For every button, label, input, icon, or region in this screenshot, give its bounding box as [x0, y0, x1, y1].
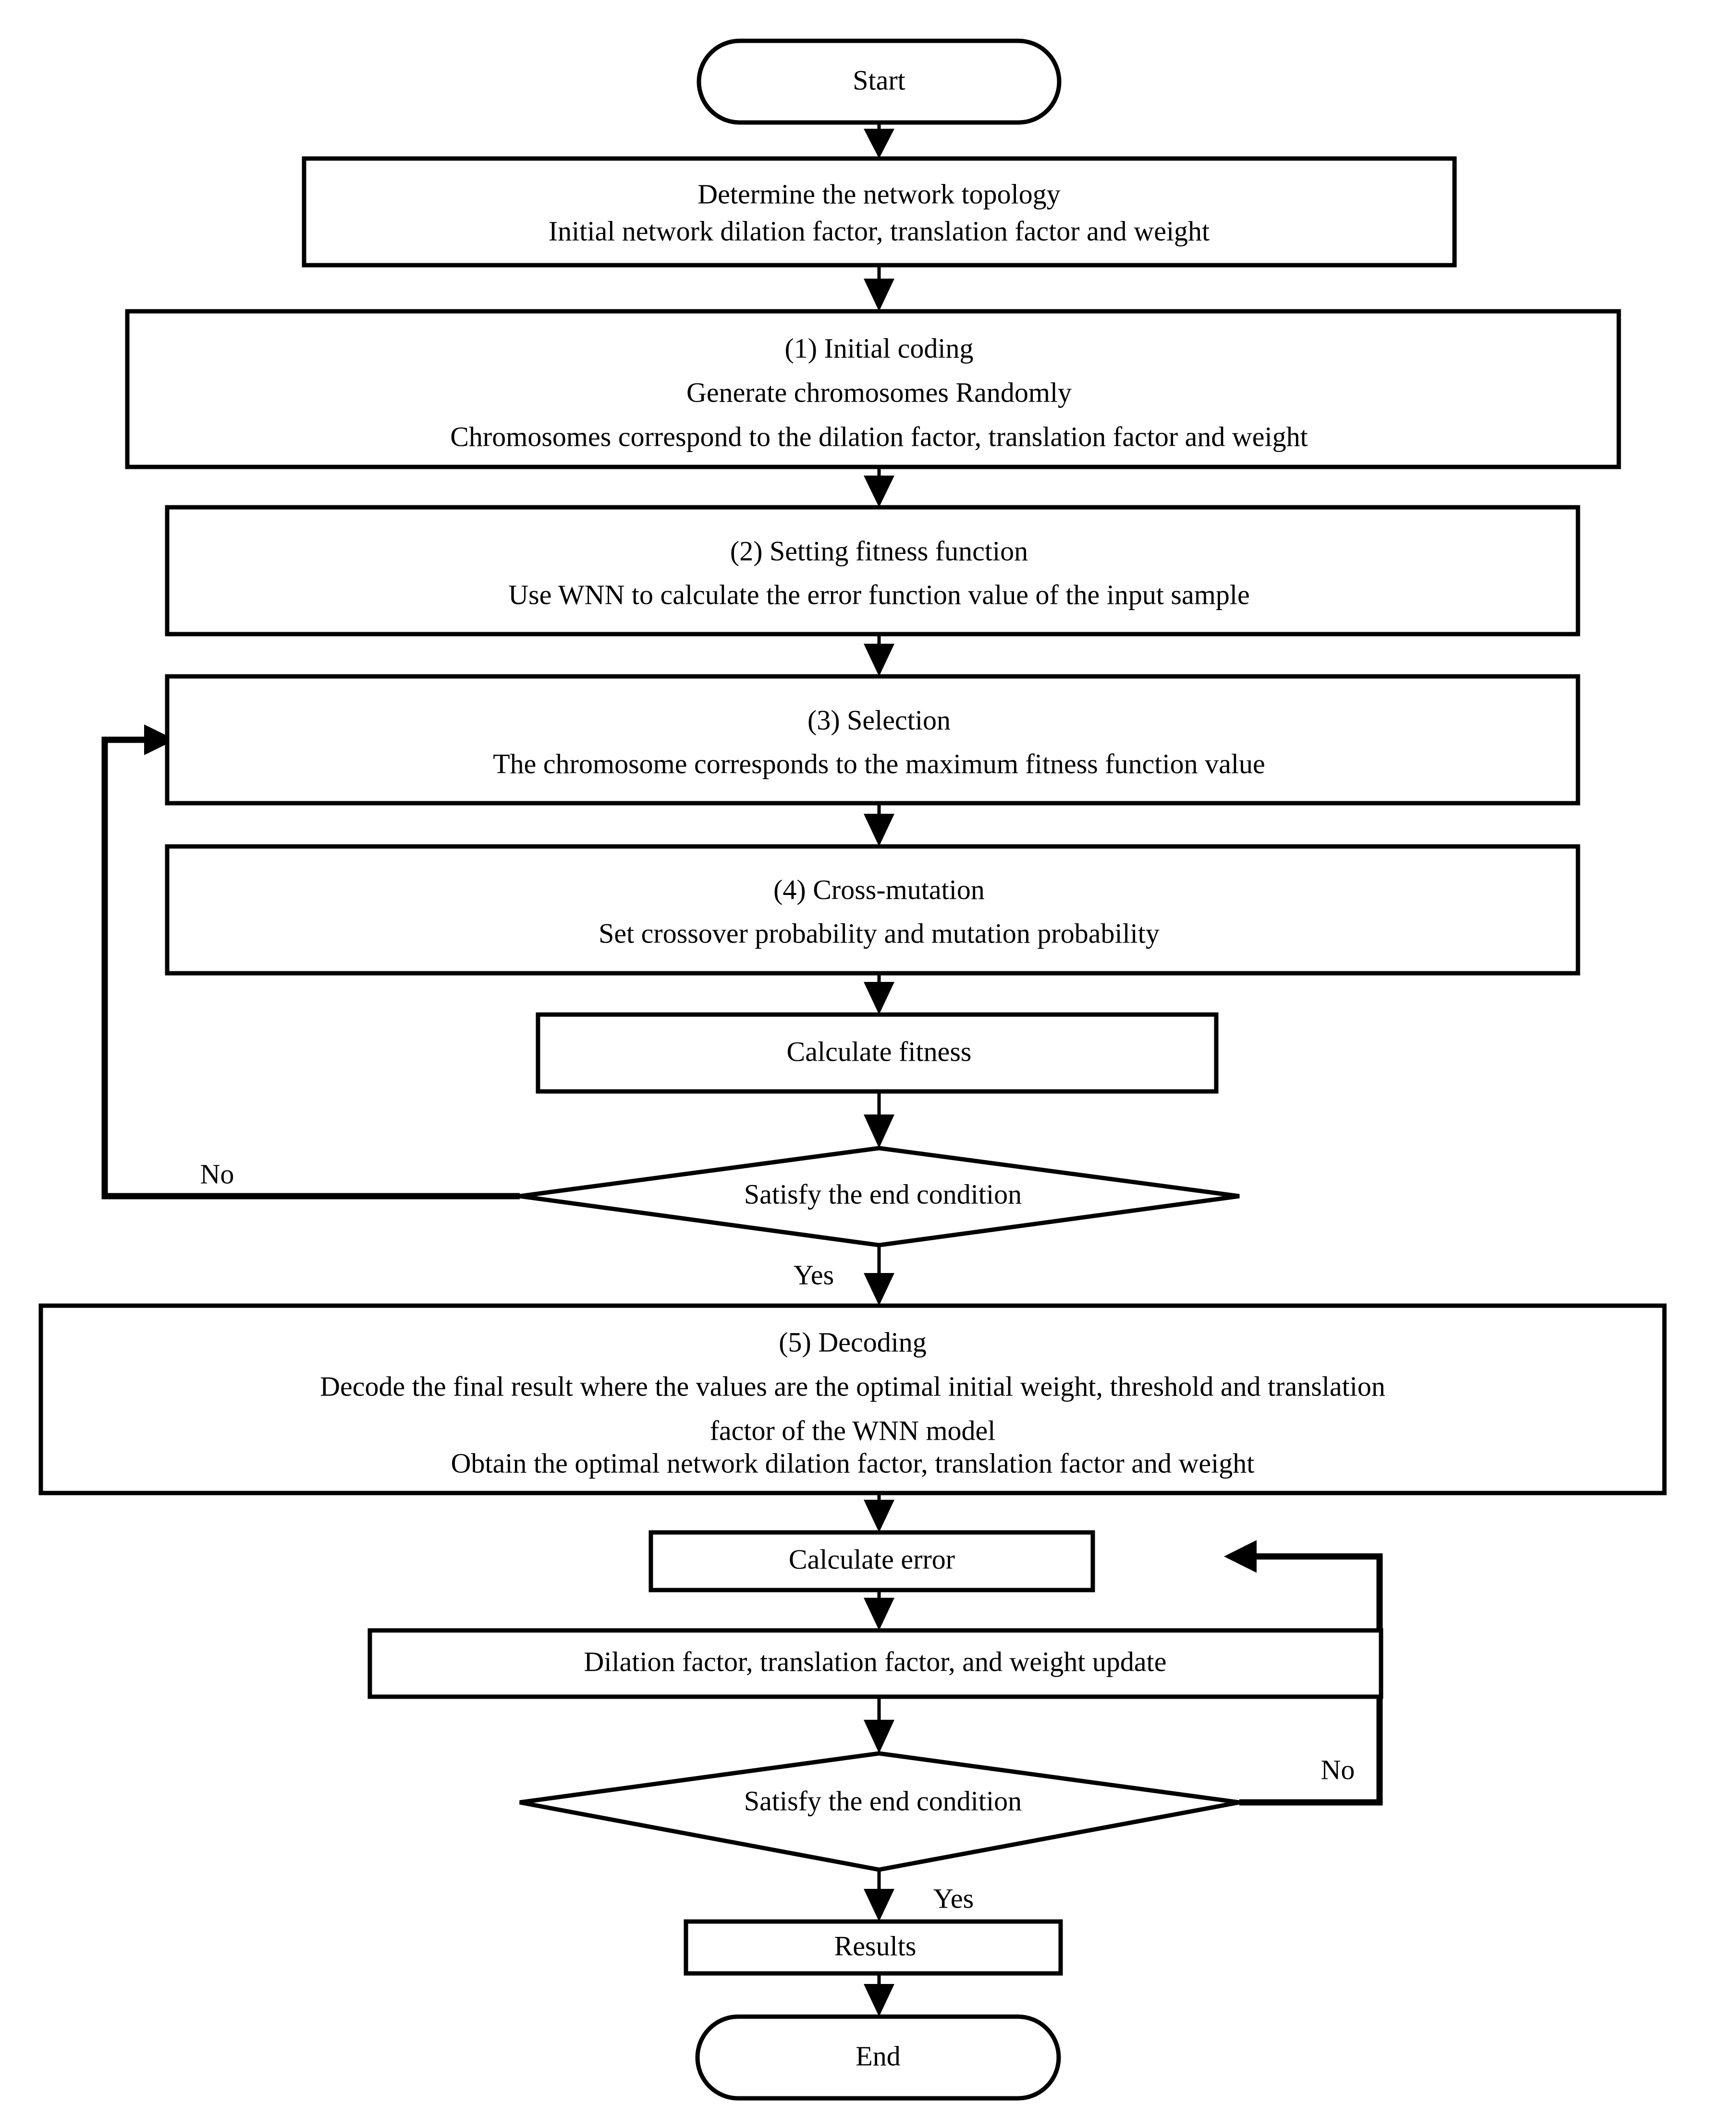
- edge-start-to-topology: [864, 122, 894, 159]
- node-decoding-line3: factor of the WNN model: [710, 1415, 996, 1446]
- node-update-params[interactable]: Dilation factor, translation factor, and…: [367, 1628, 1383, 1699]
- node-determine-topology-line1: Determine the network topology: [697, 178, 1060, 209]
- node-calculate-fitness-label: Calculate fitness: [787, 1036, 972, 1067]
- edge-results-to-end: [864, 1973, 894, 2017]
- node-selection[interactable]: (3) Selection The chromosome corresponds…: [165, 674, 1580, 806]
- node-decoding[interactable]: (5) Decoding Decode the final result whe…: [38, 1303, 1667, 1495]
- node-decoding-line1: (5) Decoding: [779, 1326, 927, 1358]
- node-decision-wnn[interactable]: Satisfy the end condition: [519, 1751, 1240, 1872]
- node-selection-line2: The chromosome corresponds to the maximu…: [493, 748, 1265, 779]
- node-decision-ga[interactable]: Satisfy the end condition: [519, 1146, 1240, 1248]
- node-setting-fitness-function-line2: Use WNN to calculate the error function …: [508, 579, 1249, 610]
- edge-decision-wnn-yes-to-results: [864, 1870, 894, 1922]
- node-end[interactable]: End: [695, 2014, 1061, 2101]
- node-results[interactable]: Results: [684, 1919, 1063, 1976]
- edge-calculate-fitness-to-decision-ga: [864, 1091, 894, 1148]
- edge-initial-coding-to-fitness-function: [864, 467, 894, 507]
- node-selection-line1: (3) Selection: [807, 704, 951, 735]
- node-initial-coding-line1: (1) Initial coding: [784, 332, 973, 364]
- node-decoding-line2: Decode the final result where the values…: [320, 1371, 1385, 1402]
- edge-label-wnn-yes: Yes: [933, 1883, 974, 1914]
- edge-update-params-to-decision-wnn: [864, 1697, 894, 1753]
- node-update-params-label: Dilation factor, translation factor, and…: [584, 1646, 1167, 1677]
- node-decoding-line4: Obtain the optimal network dilation fact…: [451, 1447, 1255, 1479]
- node-setting-fitness-function[interactable]: (2) Setting fitness function Use WNN to …: [165, 505, 1580, 637]
- node-initial-coding-line2: Generate chromosomes Randomly: [686, 377, 1072, 408]
- node-determine-topology-line2: Initial network dilation factor, transla…: [549, 215, 1210, 246]
- node-results-label: Results: [834, 1930, 917, 1961]
- node-setting-fitness-function-line1: (2) Setting fitness function: [730, 535, 1028, 566]
- node-determine-topology[interactable]: Determine the network topology Initial n…: [302, 156, 1457, 268]
- node-initial-coding-line3: Chromosomes correspond to the dilation f…: [450, 421, 1308, 452]
- edge-label-ga-no: No: [200, 1158, 234, 1189]
- node-cross-mutation-line1: (4) Cross-mutation: [773, 874, 985, 905]
- node-decision-ga-label: Satisfy the end condition: [744, 1178, 1022, 1210]
- edge-decoding-to-calculate-error: [864, 1493, 894, 1532]
- node-calculate-error-label: Calculate error: [789, 1543, 955, 1575]
- node-start[interactable]: Start: [697, 38, 1062, 125]
- edge-fitness-function-to-selection: [864, 634, 894, 676]
- node-start-label: Start: [853, 64, 905, 96]
- node-decision-wnn-label: Satisfy the end condition: [744, 1785, 1022, 1816]
- edge-label-wnn-no: No: [1321, 1754, 1355, 1785]
- node-cross-mutation-line2: Set crossover probability and mutation p…: [599, 918, 1160, 949]
- node-initial-coding[interactable]: (1) Initial coding Generate chromosomes …: [125, 309, 1621, 469]
- node-calculate-fitness[interactable]: Calculate fitness: [536, 1012, 1219, 1094]
- edge-calculate-error-to-update-params: [864, 1590, 894, 1630]
- edge-label-ga-yes: Yes: [794, 1259, 834, 1290]
- edge-cross-mutation-to-calculate-fitness: [864, 973, 894, 1015]
- node-end-label: End: [856, 2040, 900, 2071]
- edge-decision-ga-yes-to-decoding: [864, 1245, 894, 1306]
- edge-topology-to-initial-coding: [864, 265, 894, 311]
- edge-decision-ga-no-feedback: [101, 724, 520, 1200]
- edge-selection-to-cross-mutation: [864, 803, 894, 846]
- node-calculate-error[interactable]: Calculate error: [648, 1530, 1095, 1592]
- node-cross-mutation[interactable]: (4) Cross-mutation Set crossover probabi…: [165, 844, 1580, 976]
